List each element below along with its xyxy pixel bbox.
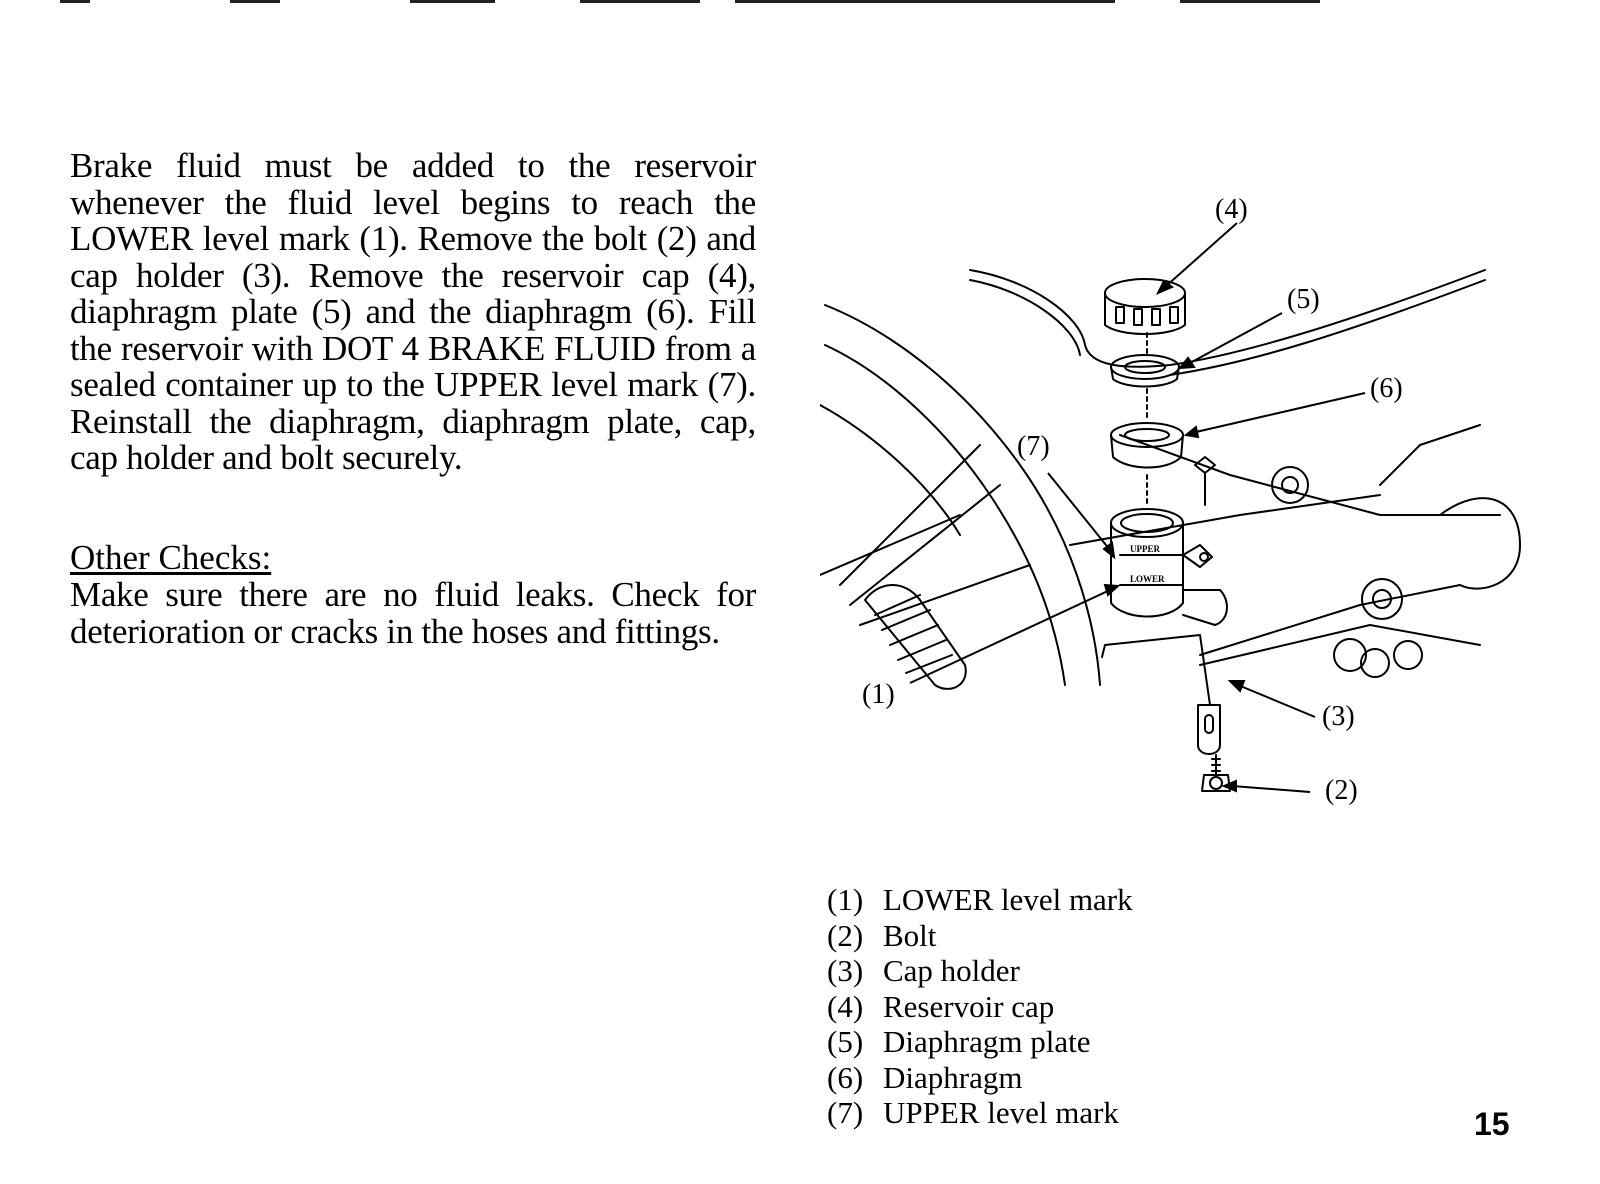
top-rule — [580, 0, 700, 3]
cap-holder-part — [1101, 634, 1221, 755]
legend-item: (1) LOWER level mark — [827, 882, 1133, 918]
fork-boot — [864, 584, 967, 690]
legend-label: Diaphragm — [883, 1059, 1023, 1095]
legend-item: (6) Diaphragm — [827, 1060, 1133, 1096]
legend-item: (3) Cap holder — [827, 953, 1133, 989]
callout-2: (2) — [1325, 775, 1358, 806]
legend-item: (2) Bolt — [827, 918, 1133, 954]
legend-number: (6) — [827, 1059, 864, 1095]
legend-item: (5) Diaphragm plate — [827, 1024, 1133, 1060]
legend-number: (3) — [827, 953, 864, 988]
legend-item: (7) UPPER level mark — [827, 1095, 1133, 1131]
top-rule — [60, 0, 90, 3]
legend-number: (4) — [827, 988, 864, 1024]
legend-label: UPPER level mark — [883, 1095, 1119, 1130]
tank-outline — [969, 269, 1486, 368]
legend-label: Bolt — [883, 917, 937, 953]
lower-mark-label: LOWER — [1130, 574, 1165, 584]
intro-paragraph: Brake fluid must be added to the reservo… — [70, 146, 756, 477]
legend-number: (7) — [827, 1095, 864, 1130]
parts-legend: (1) LOWER level mark (2) Bolt (3) Cap holde… — [827, 882, 1133, 1131]
top-edge-rules — [0, 0, 1600, 6]
diaphragm-plate-part — [1110, 354, 1180, 388]
callout-1: (1) — [862, 679, 895, 710]
callout-5: (5) — [1287, 284, 1320, 315]
callout-6: (6) — [1370, 373, 1403, 404]
reservoir-cap-part — [1104, 278, 1186, 335]
legend-label: Diaphragm plate — [883, 1024, 1091, 1059]
other-checks-text: Make sure there are no fluid leaks. Chec… — [70, 575, 756, 651]
instructions-text: Brake fluid must be added to the reservo… — [70, 146, 756, 477]
bolt-part — [1201, 754, 1231, 792]
top-rule — [410, 0, 495, 3]
callout-7: (7) — [1017, 431, 1050, 462]
brake-reservoir-illustration: UPPER LOWER (4) (5) (6) (7) (1) (3) (2) — [820, 194, 1521, 806]
legend-label: Reservoir cap — [883, 988, 1055, 1024]
top-rule — [735, 0, 1115, 3]
legend-number: (2) — [827, 917, 864, 953]
other-checks-heading: Other Checks: — [70, 538, 272, 577]
legend-item: (4) Reservoir cap — [827, 989, 1133, 1025]
reservoir-body — [1110, 508, 1228, 626]
wheel-arc — [824, 304, 1101, 686]
upper-mark-label: UPPER — [1130, 544, 1160, 554]
legend-label: LOWER level mark — [883, 882, 1133, 917]
callout-4: (4) — [1215, 194, 1248, 225]
legend-number: (5) — [827, 1024, 864, 1059]
top-rule — [1180, 0, 1320, 3]
legend-number: (1) — [827, 882, 864, 917]
top-rule — [230, 0, 280, 3]
page-number: 15 — [1474, 1106, 1510, 1142]
diaphragm-part — [1110, 422, 1184, 469]
callout-3: (3) — [1322, 701, 1355, 732]
legend-label: Cap holder — [883, 953, 1020, 988]
